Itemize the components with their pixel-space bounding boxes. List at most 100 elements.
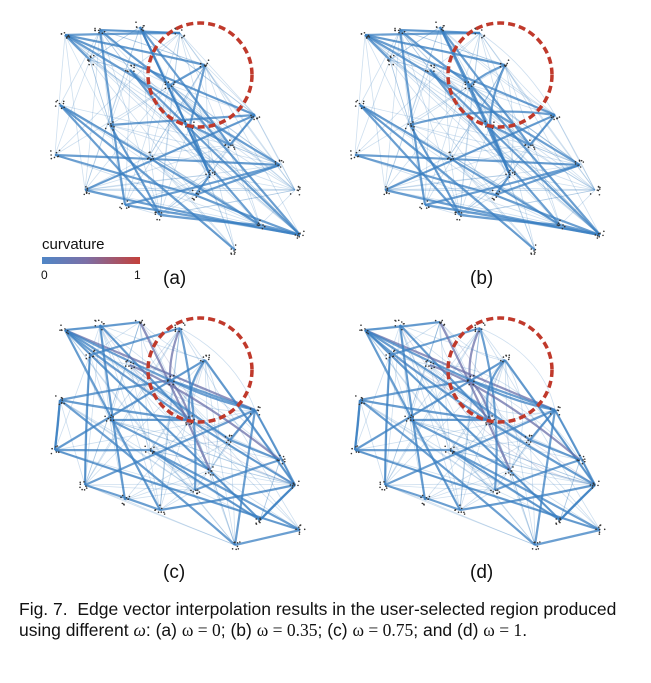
network-node	[531, 435, 533, 437]
network-node	[141, 321, 143, 323]
network-node	[200, 63, 202, 65]
network-node	[165, 88, 167, 90]
network-node	[369, 36, 371, 38]
network-node	[361, 329, 363, 331]
network-node	[506, 63, 508, 65]
network-node	[559, 517, 561, 519]
network-node	[492, 198, 494, 200]
network-node	[389, 357, 391, 359]
network-node	[405, 128, 407, 130]
caption-sep-c: ; (c)	[317, 620, 352, 640]
network-node	[455, 213, 457, 215]
network-node	[488, 416, 490, 418]
network-node	[233, 147, 235, 149]
network-node	[64, 328, 66, 330]
network-node	[592, 487, 594, 489]
network-node	[168, 384, 170, 386]
network-edge	[85, 484, 295, 485]
network-node	[389, 353, 391, 355]
network-node	[144, 445, 146, 447]
network-node	[58, 155, 60, 157]
network-node	[275, 163, 277, 165]
network-node	[123, 503, 125, 505]
network-node	[212, 172, 214, 174]
network-node	[295, 234, 297, 236]
network-node	[505, 473, 507, 475]
network-node	[383, 481, 385, 483]
network-node	[404, 31, 406, 33]
network-node	[205, 473, 207, 475]
network-node	[208, 357, 210, 359]
network-node	[195, 490, 197, 492]
network-node	[235, 244, 237, 246]
network-node	[509, 174, 511, 176]
network-node	[590, 484, 592, 486]
network-node	[597, 485, 599, 487]
network-node	[582, 463, 584, 465]
network-node	[508, 59, 510, 61]
network-node	[231, 435, 233, 437]
network-node	[212, 466, 214, 468]
network-node	[411, 414, 413, 416]
network-node	[94, 350, 96, 352]
network-node	[192, 491, 194, 493]
network-node	[386, 191, 388, 193]
network-node	[237, 546, 239, 548]
network-node	[474, 324, 476, 326]
network-node	[385, 485, 387, 487]
network-node	[106, 420, 108, 422]
network-node	[90, 57, 92, 59]
network-node	[192, 190, 194, 192]
network-node	[493, 121, 495, 123]
network-node	[381, 489, 383, 491]
network-node	[444, 445, 446, 447]
network-node	[284, 461, 286, 463]
network-node	[578, 460, 580, 462]
network-node	[238, 548, 240, 550]
network-node	[181, 29, 183, 31]
network-node	[173, 84, 175, 86]
network-node	[186, 424, 188, 426]
network-node	[128, 206, 130, 208]
network-node	[234, 541, 236, 543]
network-node	[234, 253, 236, 255]
network-node	[178, 331, 180, 333]
network-node	[556, 523, 558, 525]
network-node	[512, 466, 514, 468]
network-node	[535, 244, 537, 246]
network-node	[562, 228, 564, 230]
network-node	[127, 70, 129, 72]
network-node	[367, 333, 369, 335]
network-node	[230, 145, 232, 147]
network-node	[472, 384, 474, 386]
network-node	[358, 404, 360, 406]
network-node	[50, 150, 52, 152]
network-node	[87, 188, 89, 190]
network-node	[464, 513, 466, 515]
network-node	[299, 525, 301, 527]
network-node	[161, 212, 163, 214]
network-node	[127, 498, 129, 500]
network-node	[170, 375, 172, 377]
network-node	[279, 160, 281, 162]
network-node	[453, 451, 455, 453]
network-node	[458, 511, 460, 513]
network-node	[83, 481, 85, 483]
network-node	[551, 117, 553, 119]
network-node	[227, 439, 229, 441]
network-node	[155, 509, 157, 511]
caption-value-b: ω = 0.35	[257, 620, 318, 640]
network-node	[420, 497, 422, 499]
network-node	[258, 406, 260, 408]
network-node	[185, 422, 187, 424]
network-node	[153, 451, 155, 453]
network-node	[214, 171, 216, 173]
network-node	[508, 472, 510, 474]
network-node	[412, 121, 414, 123]
network-edge	[55, 450, 195, 490]
network-node	[209, 176, 211, 178]
network-node	[468, 81, 470, 83]
network-node	[453, 446, 455, 448]
network-node	[55, 105, 57, 107]
network-node	[257, 224, 259, 226]
